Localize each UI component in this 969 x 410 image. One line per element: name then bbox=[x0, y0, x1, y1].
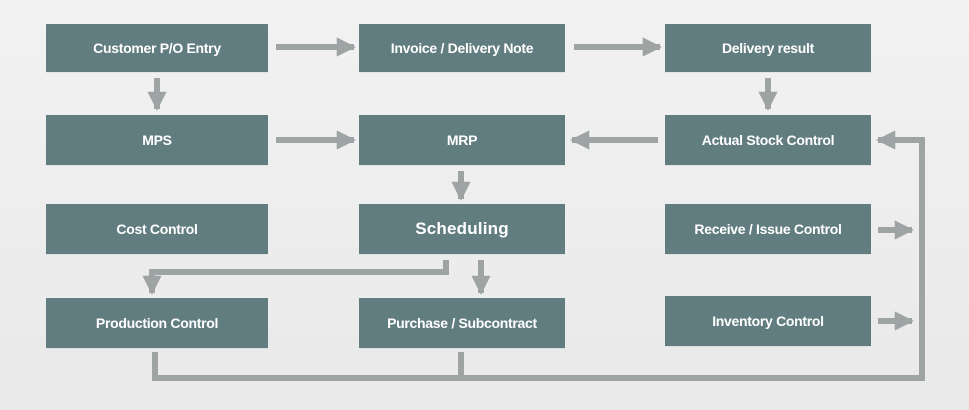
invoice-delivery-note-box: Invoice / Delivery Note bbox=[359, 24, 565, 72]
mps-label: MPS bbox=[142, 132, 172, 148]
receive-issue-control-label: Receive / Issue Control bbox=[694, 221, 842, 237]
delivery-result-box: Delivery result bbox=[665, 24, 871, 72]
actual-stock-control-label: Actual Stock Control bbox=[701, 132, 835, 148]
customer-po-entry-label: Customer P/O Entry bbox=[93, 40, 221, 56]
inventory-control-label: Inventory Control bbox=[712, 313, 824, 329]
mrp-label: MRP bbox=[446, 132, 478, 148]
scheduling-box: Scheduling bbox=[359, 204, 565, 254]
actual-stock-control-box: Actual Stock Control bbox=[665, 115, 871, 165]
arrow-scheduling-to-production bbox=[142, 260, 449, 295]
production-control-box: Production Control bbox=[46, 298, 268, 348]
customer-po-entry-box: Customer P/O Entry bbox=[46, 24, 268, 72]
cost-control-label: Cost Control bbox=[116, 221, 198, 237]
receive-issue-control-box: Receive / Issue Control bbox=[665, 204, 871, 254]
purchase-subcontract-label: Purchase / Subcontract bbox=[387, 315, 537, 331]
purchase-subcontract-box: Purchase / Subcontract bbox=[359, 298, 565, 348]
delivery-result-label: Delivery result bbox=[722, 40, 814, 56]
cost-control-box: Cost Control bbox=[46, 204, 268, 254]
invoice-delivery-note-label: Invoice / Delivery Note bbox=[390, 40, 534, 56]
mrp-box: MRP bbox=[359, 115, 565, 165]
mps-box: MPS bbox=[46, 115, 268, 165]
inventory-control-box: Inventory Control bbox=[665, 296, 871, 346]
scheduling-label: Scheduling bbox=[415, 219, 509, 238]
feedback-bus-to-actual-stock bbox=[152, 130, 925, 381]
production-control-label: Production Control bbox=[95, 315, 219, 331]
